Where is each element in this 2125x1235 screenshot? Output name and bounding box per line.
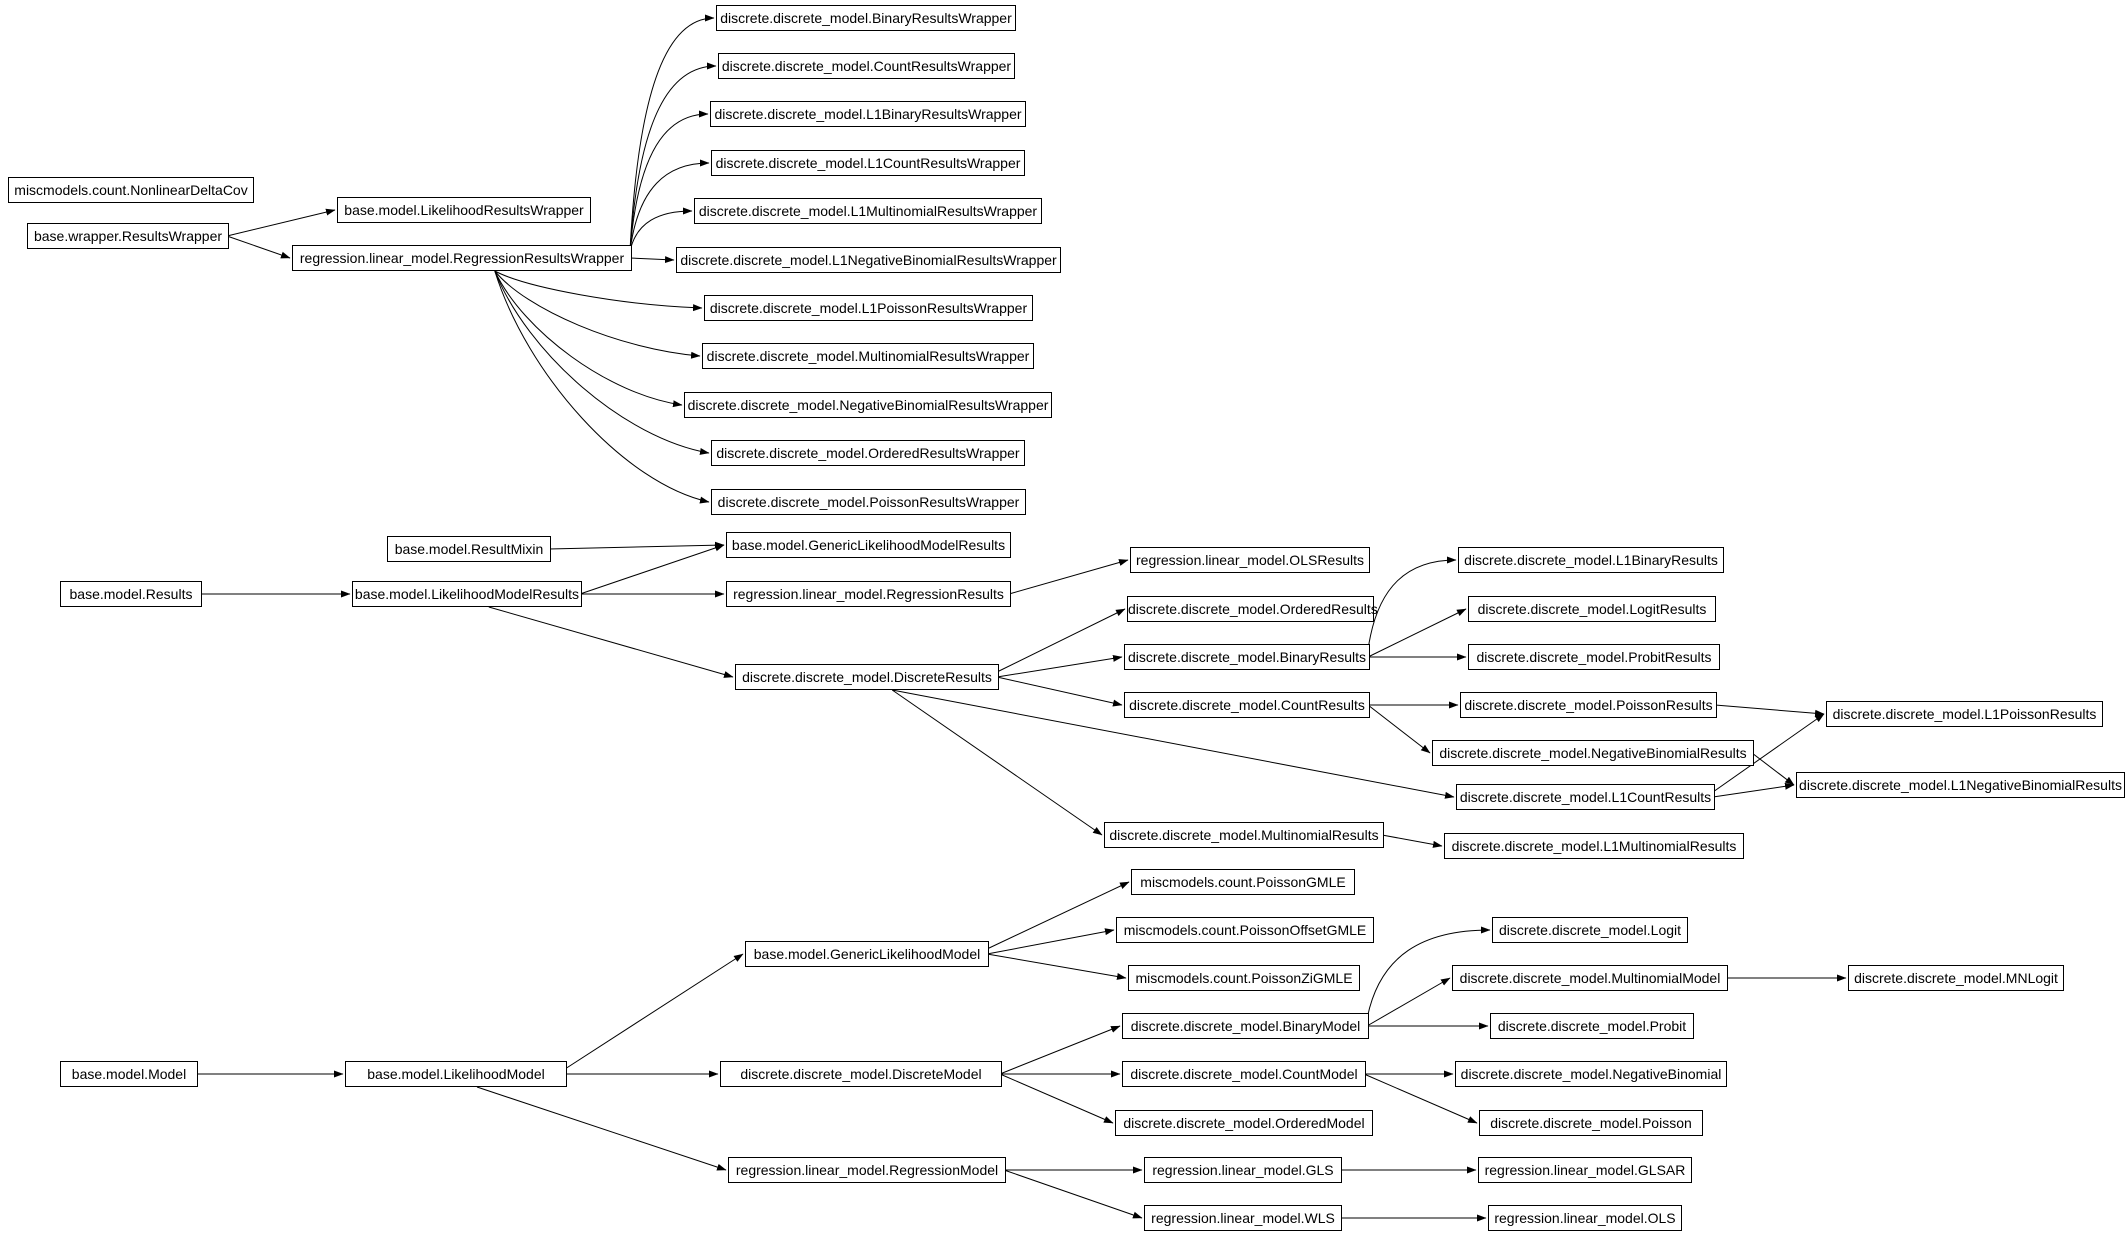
node-generic-likelihood-model-results[interactable]: base.model.GenericLikelihoodModelResults bbox=[726, 532, 1011, 558]
edge-binary_results-to-l1_binary_results bbox=[1367, 556, 1457, 651]
node-poisson-results[interactable]: discrete.discrete_model.PoissonResults bbox=[1460, 692, 1717, 718]
node-wls[interactable]: regression.linear_model.WLS bbox=[1144, 1205, 1342, 1231]
node-gls[interactable]: regression.linear_model.GLS bbox=[1144, 1157, 1342, 1183]
edge-likelihood_model-to-regression_model bbox=[476, 1086, 727, 1171]
node-discrete-results[interactable]: discrete.discrete_model.DiscreteResults bbox=[735, 664, 999, 690]
node-poisson-results-wrapper[interactable]: discrete.discrete_model.PoissonResultsWr… bbox=[711, 489, 1026, 515]
node-poisson-zi-gmle[interactable]: miscmodels.count.PoissonZiGMLE bbox=[1128, 965, 1360, 991]
node-results-wrapper[interactable]: base.wrapper.ResultsWrapper bbox=[27, 223, 229, 249]
edge-discrete_model-to-binary_model bbox=[999, 1025, 1121, 1075]
edge-multinomial_results-to-l1_multinomial_results bbox=[1381, 834, 1443, 848]
edge-count_results-to-negative_binomial_results bbox=[1367, 704, 1431, 754]
node-count-model[interactable]: discrete.discrete_model.CountModel bbox=[1122, 1061, 1366, 1087]
node-binary-results-wrapper[interactable]: discrete.discrete_model.BinaryResultsWra… bbox=[716, 5, 1016, 31]
edge-regression_results_wrapper-to-l1_binary_results_wrapper bbox=[629, 110, 709, 252]
node-result-mixin[interactable]: base.model.ResultMixin bbox=[387, 536, 551, 562]
node-regression-model[interactable]: regression.linear_model.RegressionModel bbox=[728, 1157, 1006, 1183]
node-l1-multinomial-results[interactable]: discrete.discrete_model.L1MultinomialRes… bbox=[1444, 833, 1744, 859]
node-ols-results[interactable]: regression.linear_model.OLSResults bbox=[1130, 547, 1370, 573]
node-poisson-offset-gmle[interactable]: miscmodels.count.PoissonOffsetGMLE bbox=[1116, 917, 1374, 943]
edge-generic_likelihood_model-to-poisson_zi_gmle bbox=[986, 953, 1127, 980]
edge-discrete_results-to-binary_results bbox=[996, 654, 1123, 678]
node-likelihood-results-wrapper[interactable]: base.model.LikelihoodResultsWrapper bbox=[337, 197, 591, 223]
edge-negative_binomial_results-to-l1_negative_binomial_results bbox=[1751, 752, 1795, 786]
edge-poisson_results-to-l1_poisson_results bbox=[1714, 704, 1825, 717]
node-l1-poisson-results-wrapper[interactable]: discrete.discrete_model.L1PoissonResults… bbox=[704, 295, 1033, 321]
edge-regression_results_wrapper-to-ordered_results_wrapper bbox=[494, 270, 710, 455]
node-multinomial-results-wrapper[interactable]: discrete.discrete_model.MultinomialResul… bbox=[702, 343, 1034, 369]
node-regression-results[interactable]: regression.linear_model.RegressionResult… bbox=[726, 581, 1011, 607]
node-poisson-gmle[interactable]: miscmodels.count.PoissonGMLE bbox=[1131, 869, 1355, 895]
node-generic-likelihood-model[interactable]: base.model.GenericLikelihoodModel bbox=[745, 941, 989, 967]
node-ordered-results-wrapper[interactable]: discrete.discrete_model.OrderedResultsWr… bbox=[711, 440, 1025, 466]
node-logit[interactable]: discrete.discrete_model.Logit bbox=[1492, 917, 1688, 943]
node-negative-binomial-results[interactable]: discrete.discrete_model.NegativeBinomial… bbox=[1432, 740, 1754, 766]
node-binary-model[interactable]: discrete.discrete_model.BinaryModel bbox=[1122, 1013, 1369, 1039]
edge-result_mixin-to-generic_likelihood_model_results bbox=[548, 541, 725, 550]
node-ordered-model[interactable]: discrete.discrete_model.OrderedModel bbox=[1115, 1110, 1373, 1136]
node-l1-binary-results-wrapper[interactable]: discrete.discrete_model.L1BinaryResultsW… bbox=[710, 101, 1026, 127]
node-count-results-wrapper[interactable]: discrete.discrete_model.CountResultsWrap… bbox=[718, 53, 1015, 79]
edge-regression_results_wrapper-to-l1_negative_binomial_results_wrapper bbox=[629, 256, 675, 264]
edge-results_wrapper-to-likelihood_results_wrapper bbox=[226, 208, 336, 237]
edge-regression_results_wrapper-to-l1_multinomial_results_wrapper bbox=[629, 207, 693, 252]
edge-discrete_results-to-multinomial_results bbox=[891, 689, 1103, 836]
node-negative-binomial-results-wrapper[interactable]: discrete.discrete_model.NegativeBinomial… bbox=[684, 392, 1052, 418]
node-discrete-model[interactable]: discrete.discrete_model.DiscreteModel bbox=[720, 1061, 1002, 1087]
edge-discrete_results-to-ordered_results bbox=[996, 608, 1126, 673]
node-l1-binary-results[interactable]: discrete.discrete_model.L1BinaryResults bbox=[1458, 547, 1724, 573]
edge-binary_model-to-multinomial_model bbox=[1366, 977, 1451, 1027]
edge-regression_results_wrapper-to-poisson_results_wrapper bbox=[494, 270, 710, 504]
edge-generic_likelihood_model-to-poisson_gmle bbox=[986, 881, 1130, 950]
node-negative-binomial[interactable]: discrete.discrete_model.NegativeBinomial bbox=[1455, 1061, 1727, 1087]
node-binary-results[interactable]: discrete.discrete_model.BinaryResults bbox=[1124, 644, 1370, 670]
node-l1-multinomial-results-wrapper[interactable]: discrete.discrete_model.L1MultinomialRes… bbox=[694, 198, 1042, 224]
edge-l1_count_results-to-l1_negative_binomial_results bbox=[1712, 782, 1795, 798]
node-l1-negative-binomial-results[interactable]: discrete.discrete_model.L1NegativeBinomi… bbox=[1796, 772, 2125, 798]
node-nonlinear-delta-cov[interactable]: miscmodels.count.NonlinearDeltaCov bbox=[8, 177, 254, 203]
node-ordered-results[interactable]: discrete.discrete_model.OrderedResults bbox=[1127, 596, 1378, 622]
edge-regression_results_wrapper-to-l1_poisson_results_wrapper bbox=[494, 270, 703, 312]
node-l1-negative-binomial-results-wrapper[interactable]: discrete.discrete_model.L1NegativeBinomi… bbox=[676, 247, 1061, 273]
edge-results_wrapper-to-regression_results_wrapper bbox=[226, 235, 291, 259]
node-multinomial-model[interactable]: discrete.discrete_model.MultinomialModel bbox=[1452, 965, 1728, 991]
node-likelihood-model[interactable]: base.model.LikelihoodModel bbox=[345, 1061, 567, 1087]
node-poisson[interactable]: discrete.discrete_model.Poisson bbox=[1479, 1110, 1703, 1136]
node-glsar[interactable]: regression.linear_model.GLSAR bbox=[1478, 1157, 1692, 1183]
edge-regression_results_wrapper-to-multinomial_results_wrapper bbox=[494, 270, 701, 359]
edge-likelihood_model_results-to-generic_likelihood_model_results bbox=[579, 544, 725, 595]
edge-likelihood_model_results-to-discrete_results bbox=[488, 606, 734, 678]
node-l1-count-results-wrapper[interactable]: discrete.discrete_model.L1CountResultsWr… bbox=[711, 150, 1025, 176]
node-mnlogit[interactable]: discrete.discrete_model.MNLogit bbox=[1848, 965, 2064, 991]
edge-binary_results-to-logit_results bbox=[1367, 608, 1467, 658]
node-results[interactable]: base.model.Results bbox=[60, 581, 202, 607]
node-probit-results[interactable]: discrete.discrete_model.ProbitResults bbox=[1468, 644, 1720, 670]
node-count-results[interactable]: discrete.discrete_model.CountResults bbox=[1124, 692, 1370, 718]
node-l1-count-results[interactable]: discrete.discrete_model.L1CountResults bbox=[1456, 784, 1715, 810]
node-l1-poisson-results[interactable]: discrete.discrete_model.L1PoissonResults bbox=[1826, 701, 2103, 727]
node-logit-results[interactable]: discrete.discrete_model.LogitResults bbox=[1468, 596, 1716, 622]
edge-regression_model-to-wls bbox=[1003, 1169, 1143, 1219]
edge-regression_results-to-ols_results bbox=[1008, 559, 1129, 595]
edge-regression_results_wrapper-to-negative_binomial_results_wrapper bbox=[494, 270, 683, 408]
node-multinomial-results[interactable]: discrete.discrete_model.MultinomialResul… bbox=[1104, 822, 1384, 848]
edge-likelihood_model-to-generic_likelihood_model bbox=[564, 953, 744, 1070]
edge-generic_likelihood_model-to-poisson_offset_gmle bbox=[986, 928, 1115, 955]
node-ols[interactable]: regression.linear_model.OLS bbox=[1488, 1205, 1682, 1231]
edge-discrete_results-to-count_results bbox=[996, 676, 1123, 707]
node-regression-results-wrapper[interactable]: regression.linear_model.RegressionResult… bbox=[292, 245, 632, 271]
node-probit[interactable]: discrete.discrete_model.Probit bbox=[1490, 1013, 1694, 1039]
node-likelihood-model-results[interactable]: base.model.LikelihoodModelResults bbox=[352, 581, 582, 607]
node-model[interactable]: base.model.Model bbox=[60, 1061, 198, 1087]
edge-discrete_model-to-ordered_model bbox=[999, 1073, 1114, 1124]
